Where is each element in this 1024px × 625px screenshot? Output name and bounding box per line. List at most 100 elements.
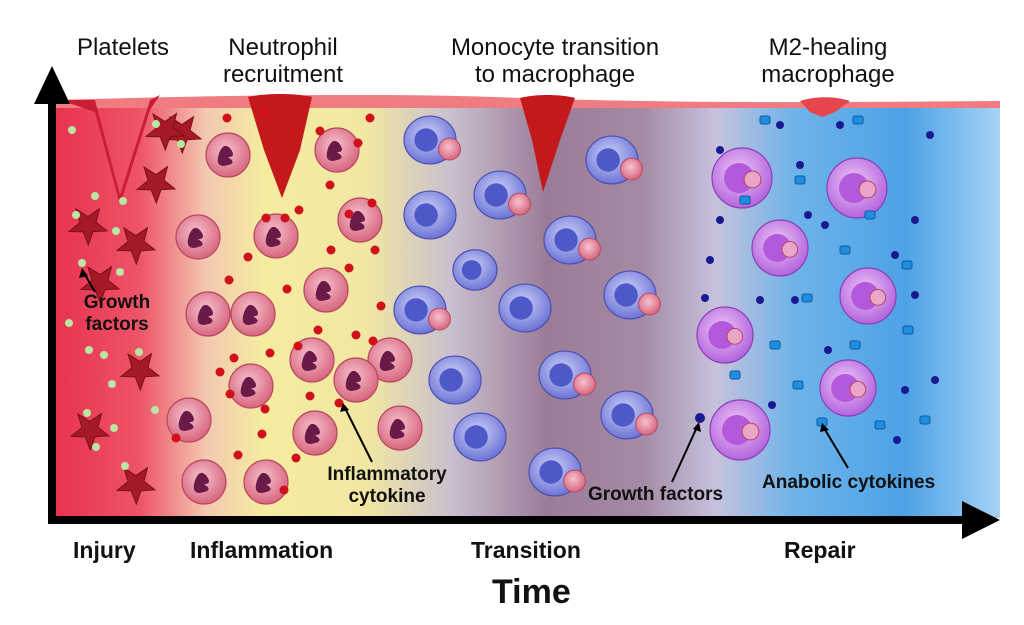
growth-factors-left-line1: Growth <box>83 292 151 313</box>
inflammatory-cytokine-dot <box>282 284 292 294</box>
monocyte-wound <box>520 95 575 192</box>
growth-factors-left-line2: factors <box>85 314 149 335</box>
anabolic-cytokine <box>874 420 886 430</box>
anabolic-cytokine <box>794 175 806 185</box>
engulfed-neutrophil <box>508 192 531 216</box>
growth-factor-dot <box>706 256 714 264</box>
inflammatory-cytokine-dot <box>224 275 234 285</box>
monocyte-nucleus <box>509 296 533 320</box>
inflammatory-cytokine-line1: Inflammatory <box>327 464 447 485</box>
inflammatory-cytokine-dot <box>370 245 380 255</box>
anabolic-cytokines-label: Anabolic cytokines <box>762 472 936 493</box>
neutrophil-nucleus <box>240 376 257 397</box>
anabolic-cytokine <box>759 115 771 125</box>
inflammatory-cytokine-dot <box>257 429 267 439</box>
growth-factor-dot <box>110 424 118 432</box>
growth-factor-dot <box>116 268 124 276</box>
inflammatory-cytokine-dot <box>225 389 235 399</box>
inflammatory-cytokine-dot <box>351 330 361 340</box>
neutrophil-title: Neutrophil recruitment <box>198 34 368 88</box>
m2-title: M2-healing macrophage <box>748 34 908 88</box>
growth-factor-dot <box>911 291 919 299</box>
growth-factor-dot <box>112 227 120 235</box>
growth-factor-dot <box>91 192 99 200</box>
phase-label-transition: Transition <box>471 537 581 563</box>
anabolic-cytokine <box>792 380 804 390</box>
platelet <box>119 352 161 392</box>
inflammatory-cytokine-line2: cytokine <box>348 486 426 507</box>
growth-factor-dot <box>85 346 93 354</box>
monocyte-nucleus <box>554 228 578 252</box>
neutrophil-nucleus <box>187 227 204 249</box>
engulfed-neutrophil <box>428 307 451 331</box>
platelet <box>69 412 111 452</box>
engulfed-neutrophil <box>438 137 461 161</box>
growth-factor-dot <box>119 197 127 205</box>
anabolic-cytokine <box>919 415 931 425</box>
inflammatory-cytokine-dot <box>222 113 232 123</box>
growth-factor-dot <box>901 386 909 394</box>
neutrophil-nucleus <box>345 370 362 391</box>
inflammatory-cytokine-dot <box>367 198 377 208</box>
m2-inner-cell <box>743 170 762 189</box>
inflammatory-cytokine-dot <box>315 126 325 136</box>
inflammatory-cytokine-label: Inflammatory cytokine <box>322 464 452 508</box>
monocyte-nucleus <box>414 128 438 152</box>
inflammatory-cytokine-dot <box>233 450 243 460</box>
growth-factor-dot <box>821 221 829 229</box>
neutrophil-nucleus <box>349 210 366 232</box>
m2-title-line2: macrophage <box>761 61 895 88</box>
inflammatory-cytokine-dot <box>265 348 275 358</box>
m2-inner-cell <box>858 180 877 199</box>
platelet <box>115 466 157 506</box>
inflammatory-cytokine-dot <box>376 301 386 311</box>
growth-factor-dot <box>926 131 934 139</box>
growth-factor-dot <box>65 319 73 327</box>
m2-inner-cell <box>726 328 744 345</box>
growth-factor-dot <box>796 161 804 169</box>
m2-inner-cell <box>869 289 887 306</box>
monocyte-nucleus <box>596 148 620 172</box>
platelet <box>79 265 121 305</box>
monocyte-nucleus <box>439 368 463 392</box>
monocyte-nucleus <box>611 403 635 427</box>
growth-factors-left-label: Growth factors <box>72 292 162 336</box>
monocyte-nucleus <box>414 203 438 227</box>
neutrophil-nucleus <box>197 304 214 325</box>
inflammatory-cytokine-dot <box>313 325 323 335</box>
growth-factor-dot <box>911 216 919 224</box>
inflammatory-cytokine-dot <box>261 213 271 223</box>
inflammatory-cytokine-dot <box>291 453 301 463</box>
platelet <box>135 165 177 205</box>
neutrophil-nucleus <box>193 472 210 493</box>
neutrophil-nucleus <box>379 350 396 371</box>
engulfed-neutrophil <box>635 412 658 436</box>
engulfed-neutrophil <box>573 372 596 396</box>
phase-label-repair: Repair <box>784 537 856 563</box>
inflammatory-cytokine-dot <box>260 404 270 414</box>
m2-inner-cell <box>741 422 760 441</box>
monocyte-nucleus <box>464 425 488 449</box>
monocyte-title-line2: to macrophage <box>474 61 636 88</box>
growth-factor-dot <box>78 259 86 267</box>
anabolic-cytokine <box>901 260 913 270</box>
inflammatory-cytokine-arrow <box>344 407 373 463</box>
growth-factor-dot <box>836 121 844 129</box>
monocyte-title: Monocyte transition to macrophage <box>430 34 680 88</box>
phase-label-inflammation: Inflammation <box>190 537 334 563</box>
x-axis-title: Time <box>492 573 571 611</box>
m2-inner-cell <box>849 381 867 398</box>
growth-factors-right-arrow <box>671 426 698 483</box>
inflammatory-cytokine-dot <box>334 398 344 408</box>
phase-label-injury: Injury <box>73 537 136 563</box>
growth-factor-dot <box>152 120 160 128</box>
neutrophil-nucleus <box>315 280 332 301</box>
inflammatory-cytokine-dot <box>344 263 354 273</box>
monocyte-nucleus <box>484 183 508 207</box>
growth-factor-dot <box>72 211 80 219</box>
neutrophil-nucleus <box>389 418 406 439</box>
inflammatory-cytokine-dot <box>215 367 225 377</box>
growth-factor-dot <box>68 126 76 134</box>
inflammatory-cytokine-dot <box>353 138 363 148</box>
